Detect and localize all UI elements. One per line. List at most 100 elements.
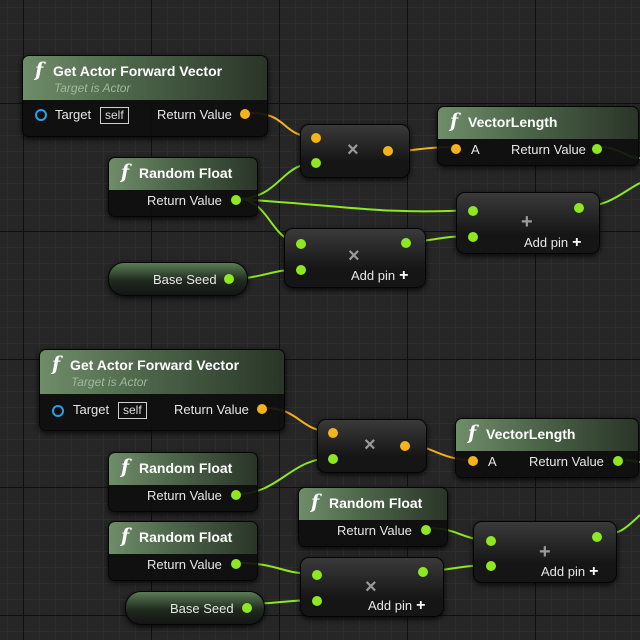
function-icon: f [468,422,477,444]
target-pin[interactable] [35,109,47,121]
function-icon: f [35,59,44,81]
node-header: f VectorLength [456,419,638,451]
return-value-pin[interactable] [240,109,250,119]
return-value-pin[interactable] [592,144,602,154]
output-pin[interactable] [418,567,428,577]
input-pin-a[interactable] [296,239,306,249]
node-title: Get Actor Forward Vector [53,63,223,79]
return-value-pin[interactable] [257,404,267,414]
add-pin-plus-icon: + [416,597,426,614]
base-seed-label: Base Seed [153,272,217,287]
function-icon: f [121,161,130,183]
target-label: Target [55,107,92,122]
node-title: Random Float [139,460,233,476]
add-node[interactable]: + Add pin+ [473,521,617,583]
random-float-node[interactable]: f Random Float Return Value [108,157,258,217]
input-pin-a[interactable] [486,536,496,546]
output-pin[interactable] [383,146,393,156]
input-pin-b[interactable] [328,454,338,464]
input-pin-a[interactable] [312,570,322,580]
input-pin-a[interactable] [468,206,478,216]
multiply-icon: × [365,576,377,598]
target-label: Target [73,402,110,417]
multiply-node[interactable]: × [300,124,410,178]
self-badge: self [118,402,147,419]
input-pin-a[interactable] [468,456,478,466]
function-icon: f [121,456,130,478]
get-actor-forward-vector-node[interactable]: f Get Actor Forward Vector Target is Act… [22,55,268,137]
random-float-node[interactable]: f Random Float Return Value [108,452,258,512]
function-icon: f [121,525,130,547]
self-badge: self [100,107,129,124]
input-pin-a[interactable] [328,428,338,438]
vector-length-node[interactable]: f VectorLength A Return Value [437,106,639,166]
node-header: f Random Float [299,488,447,520]
base-seed-variable[interactable]: Base Seed [108,262,248,296]
target-pin[interactable] [52,405,64,417]
multiply-node[interactable]: × Add pin+ [300,557,444,617]
function-icon: f [450,110,459,132]
multiply-icon: × [348,245,360,267]
multiply-node[interactable]: × [317,419,427,473]
random-float-node[interactable]: f Random Float Return Value [298,487,448,547]
add-pin-button[interactable]: Add pin+ [351,267,409,284]
return-value-pin[interactable] [231,195,241,205]
plus-icon: + [521,211,533,233]
node-header: f Get Actor Forward Vector Target is Act… [40,350,284,394]
return-value-label: Return Value [337,523,412,538]
output-pin[interactable] [574,203,584,213]
plus-icon: + [539,541,551,563]
return-value-pin[interactable] [421,525,431,535]
base-seed-variable[interactable]: Base Seed [125,591,265,625]
add-node[interactable]: + Add pin+ [456,192,600,254]
random-float-node[interactable]: f Random Float Return Value [108,521,258,581]
output-pin[interactable] [400,441,410,451]
return-value-label: Return Value [529,454,604,469]
input-pin-b[interactable] [311,158,321,168]
add-pin-button[interactable]: Add pin+ [541,563,599,580]
return-value-pin[interactable] [231,490,241,500]
function-icon: f [52,353,61,375]
output-pin[interactable] [401,238,411,248]
function-icon: f [311,491,320,513]
return-value-label: Return Value [147,557,222,572]
return-value-pin[interactable] [613,456,623,466]
return-value-label: Return Value [157,107,232,122]
multiply-icon: × [347,139,359,161]
node-subtitle: Target is Actor [71,375,148,389]
get-actor-forward-vector-node[interactable]: f Get Actor Forward Vector Target is Act… [39,349,285,431]
return-value-label: Return Value [511,142,586,157]
add-pin-plus-icon: + [399,267,409,284]
base-seed-label: Base Seed [170,601,234,616]
multiply-node[interactable]: × Add pin+ [284,228,426,288]
base-seed-pin[interactable] [242,603,252,613]
add-pin-button[interactable]: Add pin+ [524,234,582,251]
input-pin-b[interactable] [468,232,478,242]
wire-float [236,198,473,213]
input-pin-b[interactable] [312,596,322,606]
a-label: A [488,454,497,469]
node-subtitle: Target is Actor [54,81,131,95]
vector-length-node[interactable]: f VectorLength A Return Value [455,418,639,478]
input-pin-b[interactable] [296,265,306,275]
input-pin-b[interactable] [486,561,496,571]
node-title: Random Float [139,165,233,181]
node-header: f Random Float [109,453,257,485]
base-seed-pin[interactable] [224,274,234,284]
output-pin[interactable] [592,532,602,542]
node-header: f VectorLength [438,107,638,139]
add-pin-plus-icon: + [589,563,599,580]
node-title: Get Actor Forward Vector [70,357,240,373]
node-header: f Get Actor Forward Vector Target is Act… [23,56,267,100]
return-value-label: Return Value [174,402,249,417]
node-header: f Random Float [109,158,257,190]
input-pin-a[interactable] [311,133,321,143]
node-title: VectorLength [468,114,558,130]
return-value-pin[interactable] [231,559,241,569]
multiply-icon: × [364,434,376,456]
add-pin-plus-icon: + [572,234,582,251]
add-pin-button[interactable]: Add pin+ [368,597,426,614]
node-title: Random Float [139,529,233,545]
input-pin-a[interactable] [451,144,461,154]
return-value-label: Return Value [147,488,222,503]
